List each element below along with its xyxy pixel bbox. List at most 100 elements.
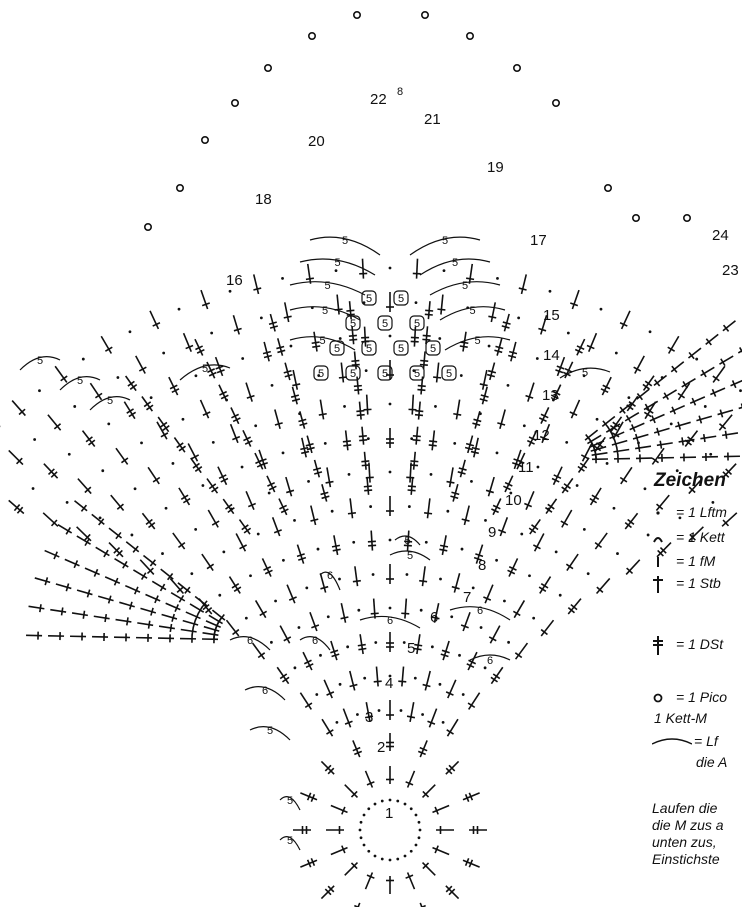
chain-dot xyxy=(410,807,413,810)
stitch-mark xyxy=(201,400,209,418)
stitch-bar xyxy=(151,608,153,616)
stitch-mark xyxy=(500,517,507,536)
stitch-bar xyxy=(354,386,362,387)
stitch-mark xyxy=(12,401,25,416)
stitch-bar xyxy=(291,395,299,397)
round-number-label: 18 xyxy=(255,191,272,208)
stitch-mark xyxy=(521,274,526,293)
stitch-bar xyxy=(353,581,361,582)
stitch-mark xyxy=(408,872,415,889)
stitch-bar xyxy=(660,441,661,449)
stitch-bar xyxy=(179,446,186,451)
stitch-bar xyxy=(348,513,356,514)
stitch-mark xyxy=(320,400,323,420)
chain-dot xyxy=(99,516,102,519)
stitch-mark xyxy=(346,430,348,450)
arc-count-label: 5 xyxy=(334,343,340,355)
chain-dot xyxy=(443,269,446,272)
stitch-bar xyxy=(617,447,618,455)
note-line: Laufen die xyxy=(652,800,724,817)
stitch-mark xyxy=(500,409,505,428)
chain-dot xyxy=(596,418,599,421)
chain-dot xyxy=(33,438,36,441)
stitch-mark xyxy=(402,667,404,687)
stitch-bar xyxy=(636,434,638,442)
chain-dot xyxy=(335,269,338,272)
stitch-bar xyxy=(350,685,358,687)
stitch-bar xyxy=(264,355,272,357)
stitch-bar xyxy=(300,423,308,425)
stitch-mark xyxy=(9,450,23,464)
chain-dot xyxy=(507,384,510,387)
chain-dot xyxy=(260,317,263,320)
picot xyxy=(309,33,315,39)
treble-crochet-icon xyxy=(652,635,676,655)
chain-dot xyxy=(408,505,411,508)
chain-dot xyxy=(369,505,372,508)
chain-dot xyxy=(305,586,308,589)
chain-dot xyxy=(532,617,535,620)
stitch-bar xyxy=(284,316,292,318)
picot xyxy=(514,65,520,71)
chain-dot xyxy=(281,277,284,280)
stitch-bar xyxy=(292,399,300,401)
chain-dot xyxy=(488,345,491,348)
stitch-bar xyxy=(638,444,639,452)
chain-dot xyxy=(520,533,523,536)
stitch-bar xyxy=(332,545,340,546)
round-number-label: 6 xyxy=(430,609,438,626)
stitch-mark xyxy=(571,400,579,418)
stitch-mark xyxy=(731,379,742,385)
round-number-label: 23 xyxy=(722,262,739,279)
stitch-bar xyxy=(401,613,409,614)
stitch-bar xyxy=(595,543,601,548)
stitch-bar xyxy=(153,478,160,482)
stitch-bar xyxy=(40,604,41,612)
stitch-bar xyxy=(541,584,548,588)
chain-dot xyxy=(293,519,296,522)
stitch-bar xyxy=(423,685,431,687)
chain-dot xyxy=(403,641,406,644)
stitch-bar xyxy=(343,441,351,442)
chain-dot xyxy=(695,358,698,361)
stitch-mark xyxy=(719,415,732,430)
stitch-bar xyxy=(419,581,427,582)
stitch-bar xyxy=(645,381,652,386)
arc-count-label: 5 xyxy=(407,550,413,562)
chain-dot xyxy=(536,357,539,360)
stitch-mark xyxy=(273,517,280,536)
arc-count-label: 5 xyxy=(582,367,588,379)
stitch-mark xyxy=(412,395,413,415)
stitch-mark xyxy=(441,295,443,315)
stitch-bar xyxy=(494,350,502,352)
chain-dot xyxy=(389,859,392,862)
stitch-bar xyxy=(343,445,351,446)
stitch-mark xyxy=(50,610,66,612)
stitch-mark xyxy=(78,479,91,494)
stitch-bar xyxy=(364,486,372,487)
stitch-bar xyxy=(493,674,500,679)
stitch-bar xyxy=(487,375,495,377)
stitch-bar xyxy=(371,613,379,614)
stitch-bar xyxy=(502,326,510,328)
stitch-bar xyxy=(481,395,489,397)
picot-icon xyxy=(652,688,676,708)
stitch-mark xyxy=(345,863,358,876)
stitch-bar xyxy=(321,492,329,494)
stitch-mark xyxy=(314,332,317,352)
chain-dot xyxy=(528,574,531,577)
stitch-bar xyxy=(580,463,587,468)
stitch-mark xyxy=(341,603,345,623)
single-crochet-icon xyxy=(652,552,676,572)
stitch-mark xyxy=(137,623,153,625)
chain-dot xyxy=(282,451,285,454)
chain-dot xyxy=(670,422,673,425)
arc-count-label: 5 xyxy=(382,318,388,330)
stitch-bar xyxy=(326,482,334,483)
chain-dot xyxy=(257,533,260,536)
chain-dot xyxy=(129,330,132,333)
stitch-bar xyxy=(441,654,449,656)
picot xyxy=(422,12,428,18)
chain-dot xyxy=(415,301,418,304)
stitch-bar xyxy=(418,386,426,387)
